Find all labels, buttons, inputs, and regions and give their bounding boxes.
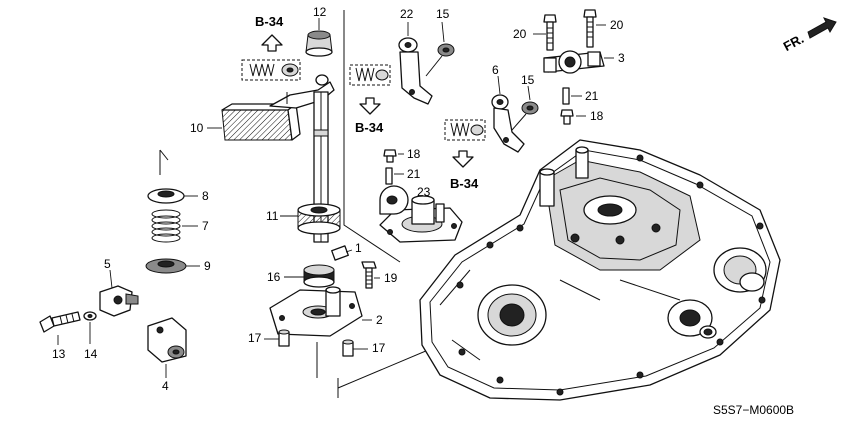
part-10-shift-lever [207,74,335,141]
section-divider [343,10,401,263]
callout-20-left: 20 [513,27,527,41]
part-22-selector-arm [398,22,433,105]
part-14-washer [83,311,97,344]
part-20-bolt-right [583,9,606,48]
callout-18-left: 18 [407,147,421,161]
reference-arrow-down-right [452,150,474,168]
callout-18-right: 18 [590,109,604,123]
callout-21-left: 21 [407,167,421,181]
part-17-dowel-left [264,329,290,347]
spring-assembly-top [241,59,301,81]
part-3-bracket [543,50,614,74]
callout-8: 8 [202,189,209,203]
callout-4: 4 [162,379,169,393]
part-19-bolt [361,261,380,289]
callout-12: 12 [313,5,327,19]
reference-arrow-down-left [359,97,381,115]
callout-23: 23 [417,185,431,199]
reference-label-b34-right: B-34 [450,176,479,191]
callout-5: 5 [104,257,111,271]
part-23-housing [379,185,463,243]
callout-13: 13 [52,347,66,361]
callout-6: 6 [492,63,499,77]
callout-1: 1 [355,241,362,255]
part-9-spring-seat [145,258,200,274]
reference-label-b34-left: B-34 [355,120,384,135]
spring-assembly-mid-right [444,119,486,141]
callout-10: 10 [190,121,204,135]
transmission-case [419,139,781,401]
part-8-spring-seat [147,188,198,204]
callout-3: 3 [618,51,625,65]
front-direction-arrow: FR. [781,17,837,54]
callout-21-right: 21 [585,89,599,103]
callout-15-mid: 15 [521,73,535,87]
part-20-bolt-left [533,14,557,51]
part-4-holder [147,317,187,378]
part-12-cap [305,18,333,57]
part-5-detent-bracket [99,269,139,317]
part-11-gear [280,203,341,235]
spring-assembly-mid-left [349,64,391,86]
reference-arrow-up [261,34,283,52]
callout-17-left: 17 [248,331,262,345]
callout-15-top: 15 [436,7,450,21]
callout-17-right: 17 [372,341,386,355]
callout-9: 9 [204,259,211,273]
part-13-bolt [39,311,81,345]
part-15-bushing-mid [511,85,539,131]
part-6-selector-arm [491,75,525,153]
reference-label-b34-top: B-34 [255,14,284,29]
figure-code: S5S7−M0600B [713,403,794,417]
part-7-spring [151,209,198,243]
callout-7: 7 [202,219,209,233]
callout-22: 22 [400,7,414,21]
callout-16: 16 [267,270,281,284]
callout-20-right: 20 [610,18,624,32]
part-21-pin-right [562,87,582,105]
callout-14: 14 [84,347,98,361]
callout-11: 11 [266,209,279,223]
part-16-bearing [284,264,335,288]
part-2-base-plate [269,286,372,337]
assembly-guide-lines [159,149,441,398]
part-15-bushing-top [425,21,455,77]
direction-label: FR. [781,31,807,54]
part-1-pin [331,245,353,261]
part-18-bolt-right [560,109,586,125]
part-17-dowel-right [342,339,368,357]
part-21-pin-left [385,167,404,185]
callout-2: 2 [376,313,383,327]
part-18-bolt-left [383,149,404,163]
callout-19: 19 [384,271,398,285]
